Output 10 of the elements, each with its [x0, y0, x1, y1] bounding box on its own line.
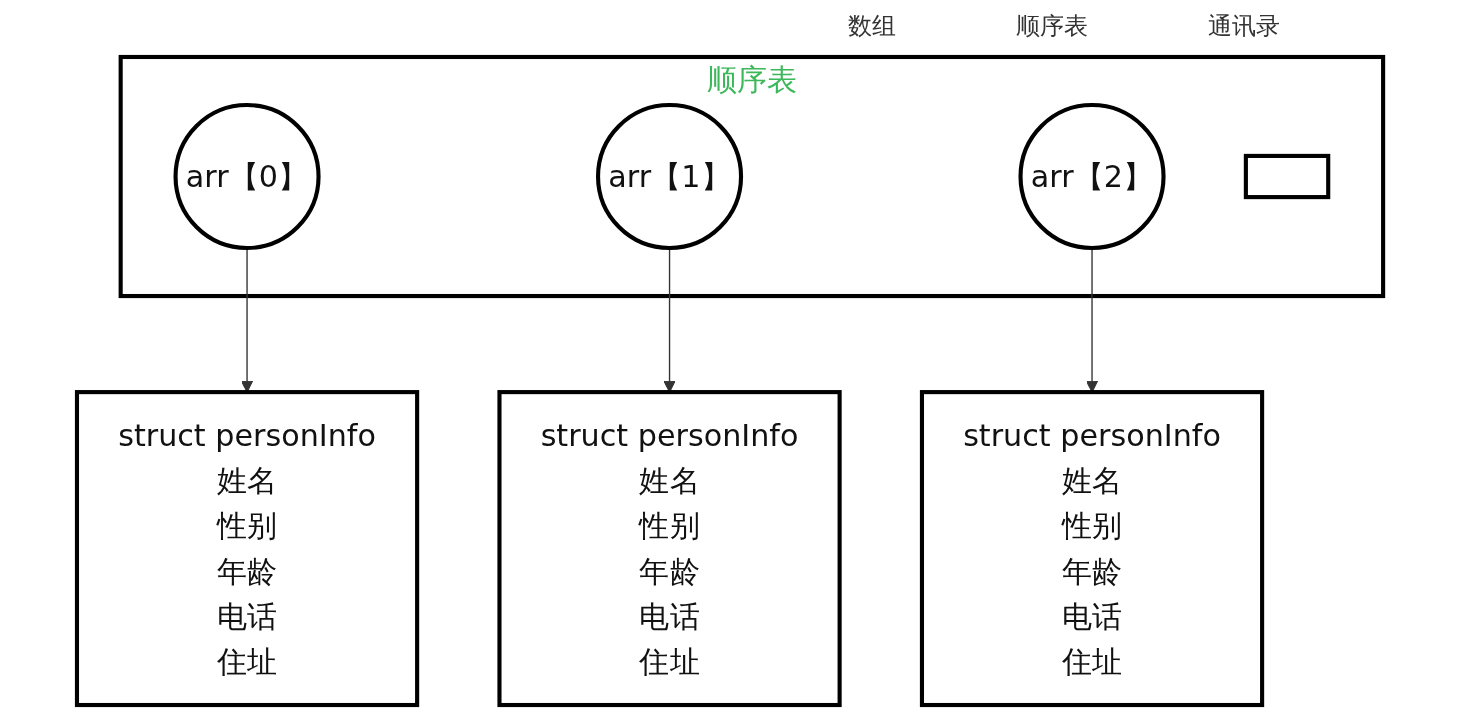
note-text: 通讯录	[1208, 11, 1280, 42]
node-box	[1243, 153, 1331, 200]
node-box: struct personInfo 姓名 性别 年龄 电话 住址	[74, 390, 420, 708]
node-circle: arr【0】	[173, 102, 321, 251]
node-box: struct personInfo 姓名 性别 年龄 电话 住址	[919, 390, 1265, 708]
node-circle: arr【2】	[1018, 102, 1166, 251]
node-box: struct personInfo 姓名 性别 年龄 电话 住址	[497, 390, 842, 708]
note-text: 顺序表	[1016, 11, 1088, 42]
note-text: 数组	[848, 11, 896, 42]
node-circle: arr【1】	[595, 102, 744, 251]
